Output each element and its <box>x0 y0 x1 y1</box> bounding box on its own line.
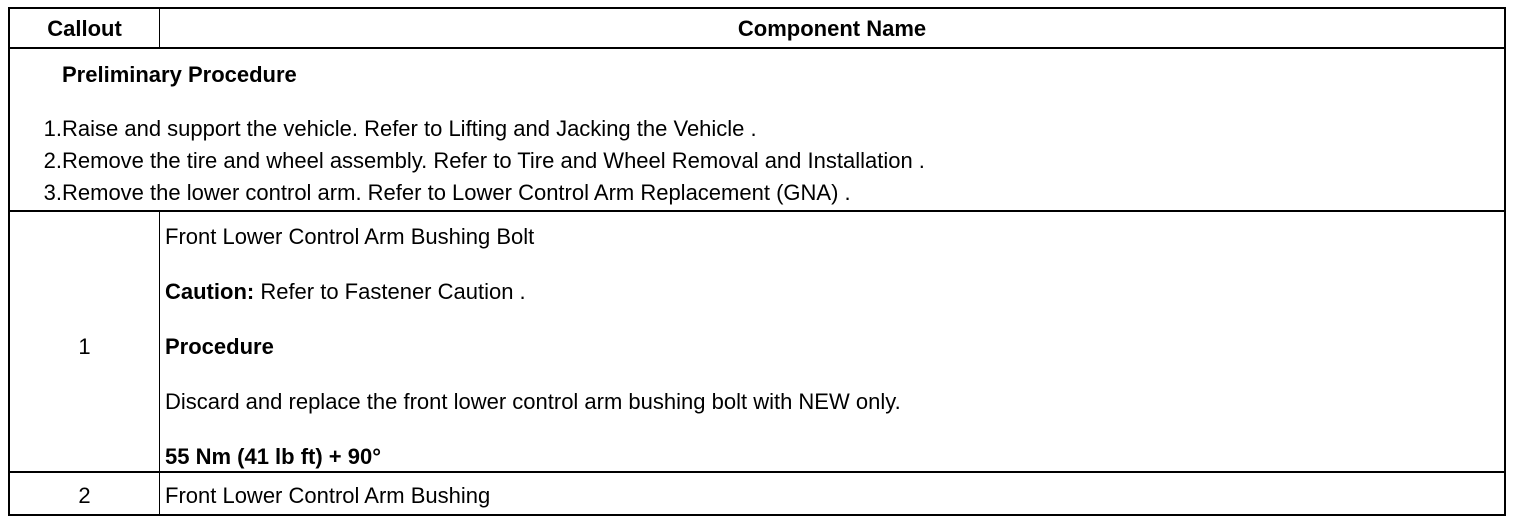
table-header-row: Callout Component Name <box>10 9 1504 49</box>
procedure-heading: Procedure <box>165 334 274 359</box>
component-name-column-header: Component Name <box>737 16 927 41</box>
preliminary-step: 1. Raise and support the vehicle. Refer … <box>10 116 757 142</box>
procedure-text: Discard and replace the front lower cont… <box>165 389 901 414</box>
torque-spec: 55 Nm (41 lb ft) + 90° <box>165 444 382 469</box>
callout-number: 1 <box>78 334 91 359</box>
step-number: 2. <box>43 148 62 173</box>
table-row: 2 Front Lower Control Arm Bushing <box>10 473 1504 516</box>
callout-number: 2 <box>78 483 91 508</box>
column-divider <box>159 9 160 49</box>
preliminary-procedure-title: Preliminary Procedure <box>62 62 297 87</box>
step-text: Remove the lower control arm. Refer to L… <box>62 180 851 205</box>
column-divider <box>159 473 160 516</box>
caution-text: Refer to Fastener Caution . <box>254 279 526 304</box>
component-table: Callout Component Name Preliminary Proce… <box>8 7 1506 516</box>
component-name: Front Lower Control Arm Bushing <box>165 483 491 508</box>
preliminary-step: 3. Remove the lower control arm. Refer t… <box>10 180 851 206</box>
step-number: 3. <box>43 180 62 205</box>
table-row: 1 Front Lower Control Arm Bushing Bolt C… <box>10 212 1504 473</box>
caution-note: Caution: Refer to Fastener Caution . <box>165 279 526 305</box>
column-divider <box>159 212 160 471</box>
preliminary-procedure-row: Preliminary Procedure 1. Raise and suppo… <box>10 49 1504 212</box>
callout-column-header: Callout <box>47 16 122 41</box>
caution-label: Caution: <box>165 279 255 304</box>
step-text: Raise and support the vehicle. Refer to … <box>62 116 757 141</box>
preliminary-step: 2. Remove the tire and wheel assembly. R… <box>10 148 925 174</box>
component-name: Front Lower Control Arm Bushing Bolt <box>165 224 535 249</box>
step-text: Remove the tire and wheel assembly. Refe… <box>62 148 925 173</box>
step-number: 1. <box>43 116 62 141</box>
